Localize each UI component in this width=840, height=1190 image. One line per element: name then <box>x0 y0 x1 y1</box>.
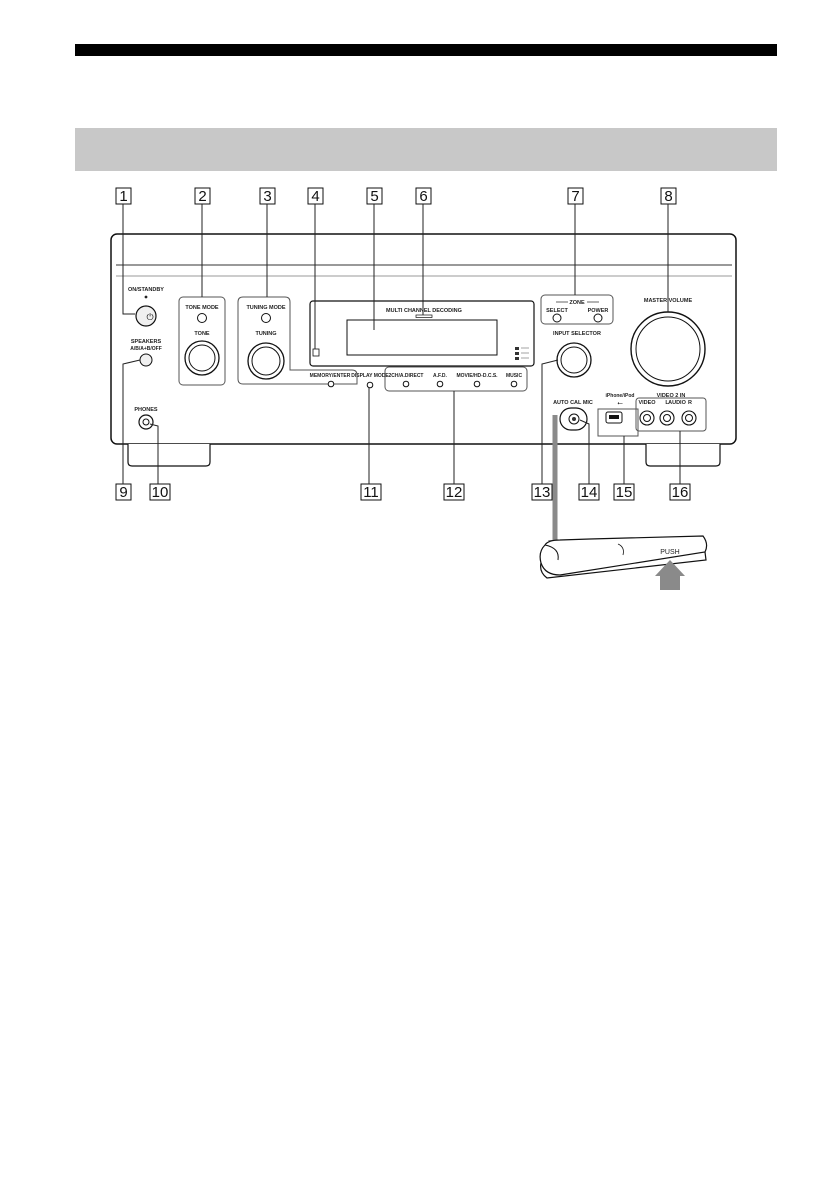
tone-label: TONE <box>194 331 210 337</box>
callout-10: 10 <box>152 484 169 501</box>
speakers-ab-label: A/B/A+B/OFF <box>130 346 162 352</box>
tone-knob[interactable] <box>184 340 220 376</box>
callout-15: 15 <box>616 484 633 501</box>
speakers-label: SPEAKERS <box>131 339 162 345</box>
music-button[interactable] <box>510 380 518 388</box>
callout-1: 1 <box>119 188 127 205</box>
callout-12: 12 <box>446 484 463 501</box>
memory-enter-button[interactable] <box>327 380 335 388</box>
on-standby-label: ON/STANDBY <box>128 287 164 293</box>
tone-mode-label: TONE MODE <box>185 305 219 311</box>
phones-jack[interactable] <box>138 414 154 430</box>
tuning-mode-label: TUNING MODE <box>246 305 285 311</box>
audio-label: AUDIO <box>668 400 686 406</box>
callout-box-10 <box>149 483 171 501</box>
decoding-indicator <box>415 314 433 318</box>
zone-select-button[interactable] <box>552 313 562 323</box>
zone-power-button[interactable] <box>593 313 603 323</box>
power-button[interactable]: ⏻ <box>135 305 157 327</box>
callout-14: 14 <box>581 484 598 501</box>
iphone-ipod-label: iPhone/iPod <box>606 393 635 399</box>
afd-button[interactable] <box>436 380 444 388</box>
display-screen <box>346 319 498 356</box>
header-rule <box>75 44 777 56</box>
tuning-knob[interactable] <box>247 342 285 380</box>
tuning-label: TUNING <box>255 331 276 337</box>
2ch-direct-label: 2CH/A.DIRECT <box>388 373 423 379</box>
video2-in-outline <box>635 397 707 432</box>
tuning-group-outline <box>237 296 358 385</box>
auto-cal-mic-label: AUTO CAL MIC <box>553 400 593 406</box>
callout-11: 11 <box>363 484 379 501</box>
callout-8: 8 <box>664 188 672 205</box>
display-mode-button[interactable] <box>366 381 374 389</box>
power-icon: ⏻ <box>146 312 153 322</box>
zone-group-outline <box>540 294 614 325</box>
sound-field-group-outline <box>384 366 528 392</box>
master-volume-knob[interactable] <box>630 311 706 387</box>
callout-4: 4 <box>311 188 319 205</box>
afd-label: A.F.D. <box>433 373 448 379</box>
zone-select-label: SELECT <box>546 308 568 314</box>
display-mode-label: DISPLAY MODE <box>351 373 389 379</box>
music-label: MUSIC <box>506 373 523 379</box>
callout-13: 13 <box>534 484 551 501</box>
video-jack[interactable] <box>639 410 655 426</box>
input-selector-knob[interactable] <box>556 342 592 378</box>
usb-port[interactable] <box>605 411 623 424</box>
callout-9: 9 <box>119 484 127 501</box>
callout-7: 7 <box>571 188 579 205</box>
usb-icon: ⭠ <box>617 400 623 407</box>
tone-mode-button[interactable] <box>197 313 207 323</box>
callout-3: 3 <box>263 188 271 205</box>
callout-2: 2 <box>198 188 206 205</box>
video2-in-label: VIDEO 2 IN <box>657 393 686 399</box>
input-selector-label: INPUT SELECTOR <box>553 331 601 337</box>
audio-r-label: R <box>688 400 692 406</box>
callout-box-11 <box>360 483 382 501</box>
callout-bottom-row <box>115 483 691 501</box>
audio-r-jack[interactable] <box>681 410 697 426</box>
tuning-mode-button[interactable] <box>261 313 271 323</box>
left-foot <box>127 444 211 467</box>
phones-label: PHONES <box>134 407 158 413</box>
section-heading-band <box>75 128 777 171</box>
leader-lines <box>122 204 681 484</box>
push-label: PUSH <box>660 549 679 556</box>
callout-5: 5 <box>370 188 378 205</box>
movie-label: MOVIE/HD-D.C.S. <box>456 373 498 379</box>
usb-port-outline <box>597 408 639 437</box>
speakers-button[interactable] <box>139 353 153 367</box>
multi-channel-decoding-label: MULTI CHANNEL DECODING <box>386 308 462 314</box>
callout-6: 6 <box>419 188 427 205</box>
zone-power-label: POWER <box>588 308 609 314</box>
remote-sensor <box>312 348 320 357</box>
auto-cal-mic-jack[interactable] <box>559 407 588 431</box>
memory-enter-label: MEMORY/ENTER <box>310 373 351 379</box>
callout-16: 16 <box>672 484 689 501</box>
zone-label: ZONE <box>569 300 585 306</box>
push-cover-diagram: PUSH <box>539 415 708 590</box>
2ch-direct-button[interactable] <box>402 380 410 388</box>
right-foot <box>645 444 721 467</box>
push-arrow-icon <box>655 560 685 590</box>
movie-button[interactable] <box>473 380 481 388</box>
audio-l-label: L <box>665 400 669 406</box>
audio-l-jack[interactable] <box>659 410 675 426</box>
video-label: VIDEO <box>638 400 656 406</box>
